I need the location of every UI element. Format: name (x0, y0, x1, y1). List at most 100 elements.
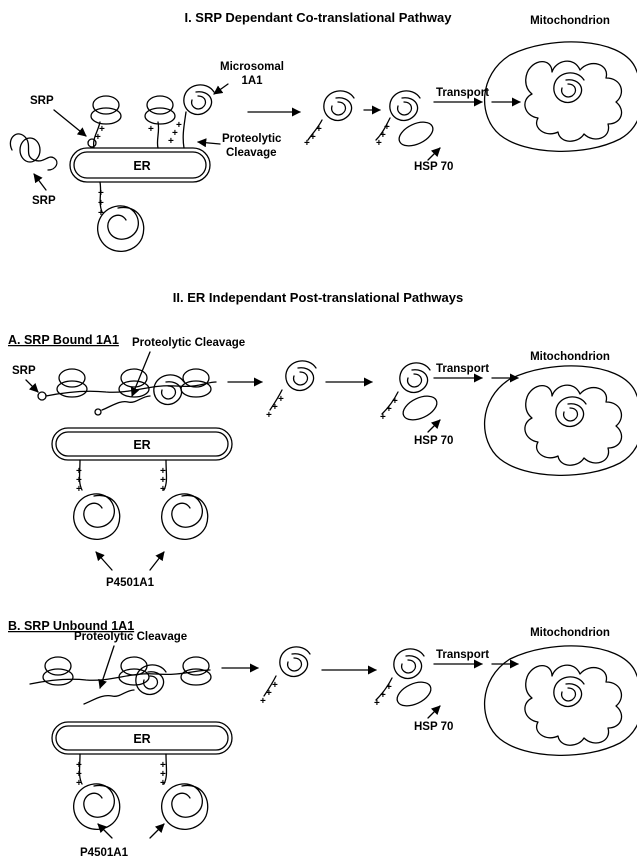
svg-text:+: + (76, 760, 82, 771)
svg-text:+: + (98, 208, 104, 219)
svg-text:+: + (380, 690, 386, 701)
nascent-chain-1b (156, 121, 160, 149)
svg-text:+: + (160, 466, 166, 477)
svg-text:+: + (168, 136, 174, 147)
svg-text:+: + (386, 682, 392, 693)
released-protein-1 (323, 90, 355, 122)
hsp-arrow-a (427, 419, 441, 433)
er-label-1: ER (133, 159, 150, 173)
srp-arrow-bottom (33, 173, 47, 191)
svg-text:+: + (380, 130, 386, 141)
subsection-a-title: A. SRP Bound 1A1 (8, 333, 119, 347)
mito-protein-1 (553, 72, 585, 104)
subsection-b-title: B. SRP Unbound 1A1 (8, 619, 134, 633)
proteolytic-arrow-b (98, 645, 115, 689)
svg-text:+: + (98, 198, 104, 209)
mito-label-b: Mitochondrion (530, 627, 610, 639)
svg-text:+: + (374, 698, 380, 709)
svg-text:+: + (76, 484, 82, 495)
ribosome-b2 (118, 656, 150, 686)
released-protein-a (285, 360, 317, 392)
mito-protein-a (555, 396, 587, 428)
er-membrane-1 (69, 147, 211, 183)
svg-text:+: + (172, 128, 178, 139)
mrna-a (45, 381, 217, 397)
coil-a-cleave (153, 374, 185, 406)
svg-text:+: + (384, 122, 390, 133)
proteolytic-label-b: Proteolytic Cleavage (74, 631, 187, 643)
p450-b-left (72, 783, 121, 831)
svg-text:+: + (380, 412, 386, 423)
hsp-label-1: HSP 70 (414, 161, 453, 173)
nascent-chain-1a (92, 121, 101, 149)
svg-text:+: + (392, 396, 398, 407)
svg-text:+: + (76, 778, 82, 789)
svg-text:+: + (386, 404, 392, 415)
svg-text:+: + (160, 475, 166, 486)
er-label-a: ER (133, 438, 150, 452)
p450-arrow-b-right (149, 823, 165, 839)
microsomal-label-1: Microsomal (220, 61, 284, 73)
mitochondrion-a (483, 365, 637, 476)
svg-text:+: + (176, 120, 182, 131)
coil-lumen-1 (96, 205, 145, 253)
p450-label-b: P4501A1 (80, 847, 129, 859)
transport-label-1: Transport (436, 87, 489, 99)
svg-text:+: + (76, 769, 82, 780)
svg-text:+: + (160, 769, 166, 780)
released-protein-b (279, 646, 311, 678)
cleaved-chain-a (101, 395, 151, 411)
svg-text:+: + (272, 402, 278, 413)
hsp-bound-protein-b (393, 648, 425, 680)
svg-text:+: + (266, 410, 272, 421)
svg-text:+: + (278, 394, 284, 405)
svg-text:+: + (304, 138, 310, 149)
svg-text:+: + (95, 132, 101, 143)
srp-label-top: SRP (30, 95, 54, 107)
proteolytic-arrow-1 (197, 138, 221, 148)
p450-a-right (160, 493, 209, 541)
coil-er-1 (183, 84, 215, 116)
ribosome-a3 (180, 368, 212, 398)
p450-arrow-a-right (149, 551, 165, 571)
svg-text:+: + (98, 188, 104, 199)
svg-text:+: + (76, 466, 82, 477)
srp-free-1 (9, 133, 58, 171)
p450-label-a: P4501A1 (106, 577, 155, 589)
section2-title: II. ER Independant Post-translational Pa… (173, 290, 463, 305)
svg-text:+: + (272, 680, 278, 691)
coil-b-cleave (135, 664, 167, 696)
svg-text:+: + (260, 696, 266, 707)
hsp70-b (396, 681, 432, 707)
mrna-b (29, 669, 211, 685)
hsp-bound-protein-1 (389, 90, 421, 122)
p450-arrow-b-left (97, 823, 113, 839)
transport-label-a: Transport (436, 363, 489, 375)
hsp-bound-protein-a (399, 362, 431, 394)
srp-arrow-a (25, 379, 39, 393)
section1-title: I. SRP Dependant Co-translational Pathwa… (184, 10, 452, 25)
svg-text:+: + (316, 124, 322, 135)
hsp-label-b: HSP 70 (414, 721, 453, 733)
mitochondrion-1 (483, 41, 637, 152)
er-label-b: ER (133, 732, 150, 746)
lumen-chain-1 (99, 181, 103, 213)
srp-label-a: SRP (12, 365, 36, 377)
svg-text:+: + (160, 778, 166, 789)
hsp-label-a: HSP 70 (414, 435, 453, 447)
srp-label-bottom: SRP (32, 195, 56, 207)
srp-bound-1 (87, 138, 97, 148)
hsp70-a (402, 395, 438, 421)
hsp-arrow-b (427, 705, 441, 719)
srp-bound-a (37, 391, 47, 401)
svg-text:+: + (76, 475, 82, 486)
mito-label-a: Mitochondrion (530, 351, 610, 363)
mitochondrion-b (483, 645, 637, 756)
svg-text:+: + (310, 132, 316, 143)
p450-arrow-a-left (95, 551, 113, 571)
er-membrane-b (51, 721, 233, 755)
hsp-arrow-1 (427, 147, 441, 161)
microsomal-arrow (213, 83, 229, 95)
svg-text:+: + (148, 124, 154, 135)
